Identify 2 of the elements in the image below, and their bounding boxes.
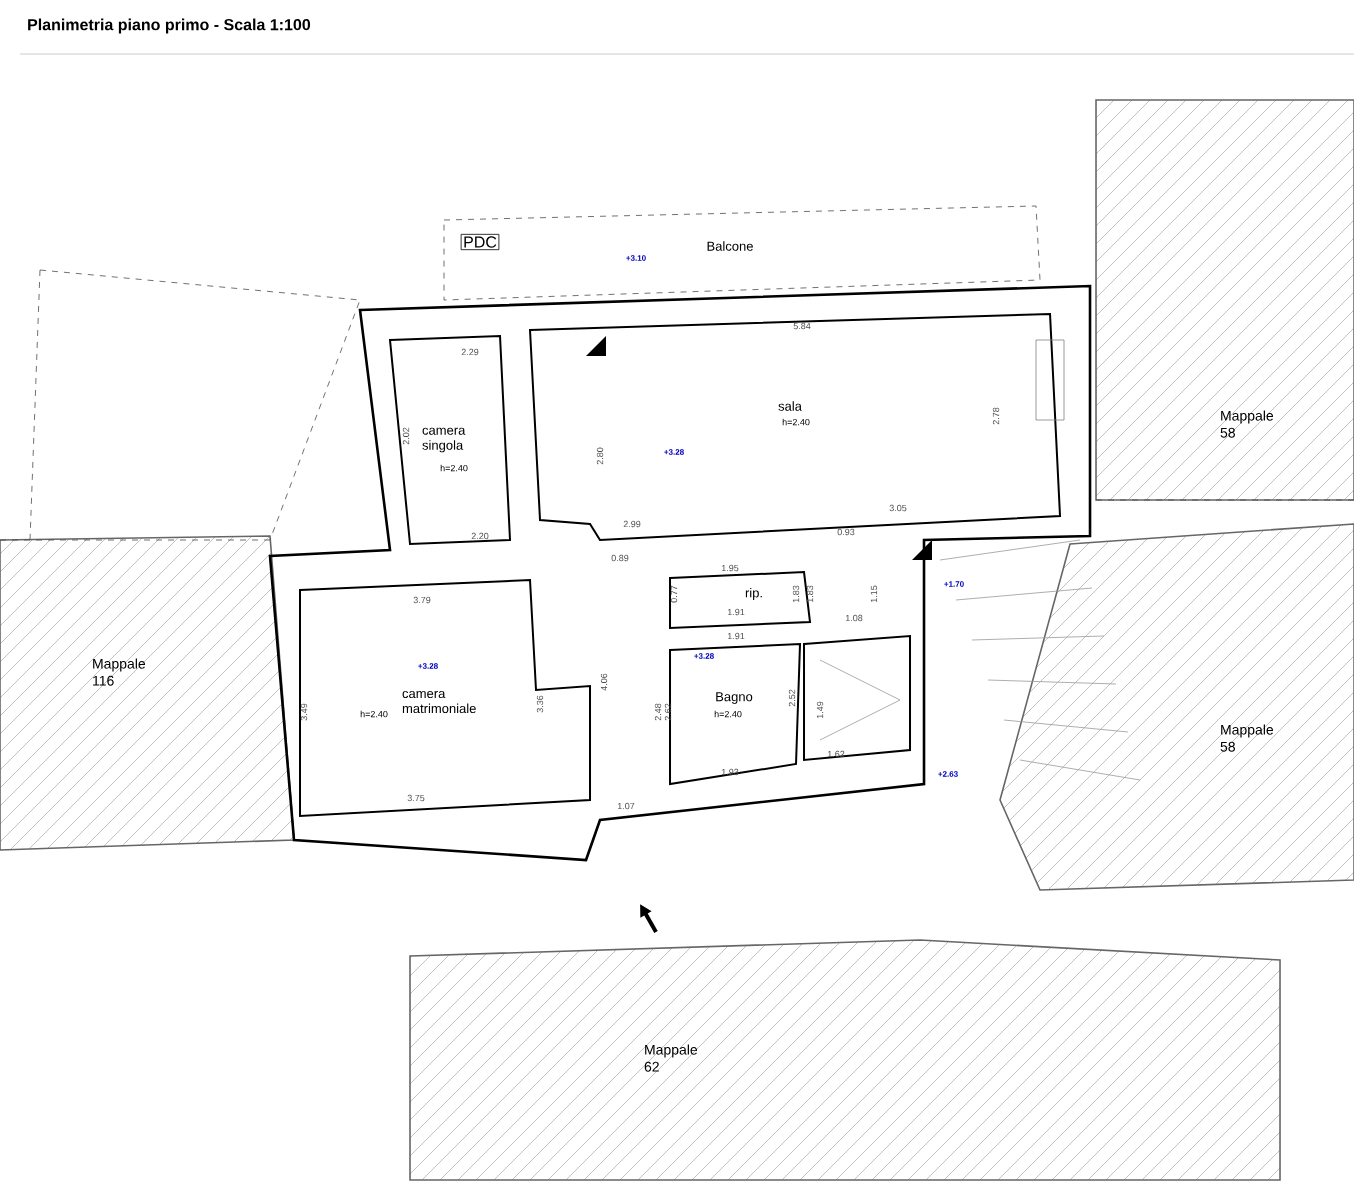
title: Planimetria piano primo - Scala 1:100 [28,18,311,34]
room-label: PDC [460,233,500,251]
